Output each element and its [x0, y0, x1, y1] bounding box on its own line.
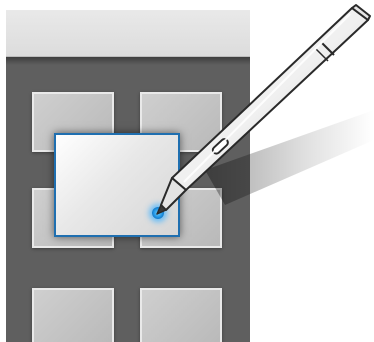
s-pen-stylus-icon: [0, 0, 374, 342]
illustration: [0, 0, 374, 342]
